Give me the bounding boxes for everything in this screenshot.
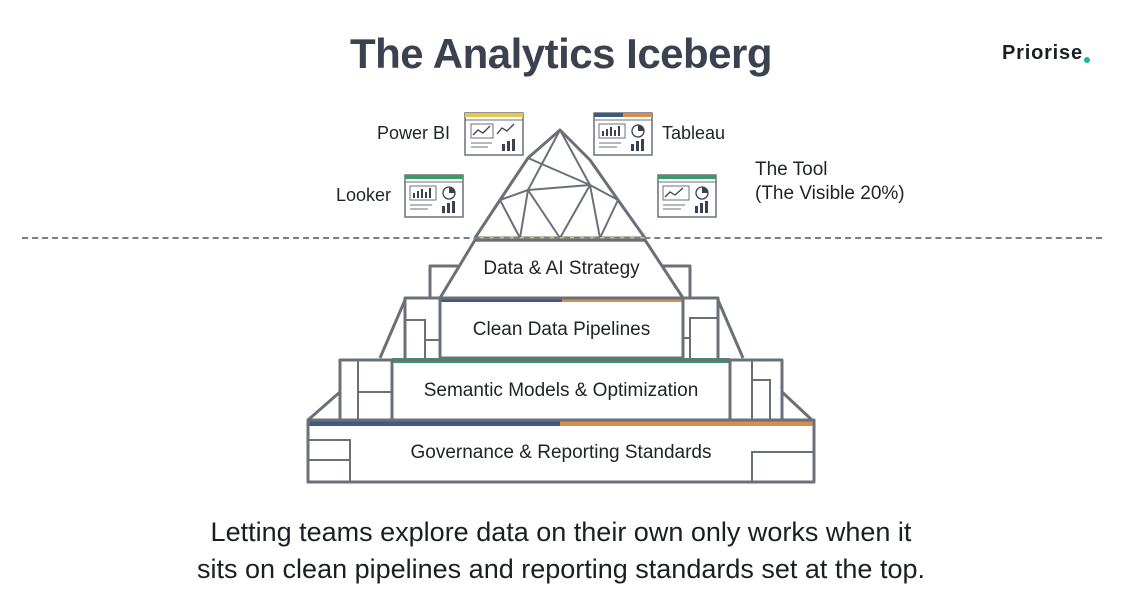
visible-tool-line1: The Tool <box>755 159 828 180</box>
visible-tool-label: The Tool (The Visible 20%) <box>755 158 905 206</box>
tier-label-governance: Governance & Reporting Standards <box>410 442 712 463</box>
tier4-band-orange <box>560 420 814 426</box>
brand-logo-text: Priorise <box>1002 42 1083 64</box>
generic-dashboard-icon <box>657 174 717 218</box>
page-title: The Analytics Iceberg <box>349 30 773 77</box>
visible-tool-line2: (The Visible 20%) <box>755 183 905 204</box>
tableau-dashboard-icon <box>593 112 653 156</box>
caption-line2: sits on clean pipelines and reporting st… <box>197 554 925 584</box>
caption: Letting teams explore data on their own … <box>0 514 1122 588</box>
tool-label-looker: Looker <box>336 185 392 205</box>
tool-label-tableau: Tableau <box>662 123 726 143</box>
caption-line1: Letting teams explore data on their own … <box>210 517 912 547</box>
tier-label-pipelines: Clean Data Pipelines <box>472 319 651 340</box>
tier-label-strategy: Data & AI Strategy <box>483 258 640 279</box>
iceberg-tip <box>473 128 647 240</box>
waterline-divider <box>22 237 1102 239</box>
brand-dot-icon <box>1084 57 1090 63</box>
looker-dashboard-icon <box>404 174 464 218</box>
tier-label-semantic-models: Semantic Models & Optimization <box>423 380 699 401</box>
power-bi-dashboard-icon <box>464 112 524 156</box>
tool-label-power-bi: Power BI <box>377 123 451 143</box>
tier4-band-navy <box>308 420 560 426</box>
